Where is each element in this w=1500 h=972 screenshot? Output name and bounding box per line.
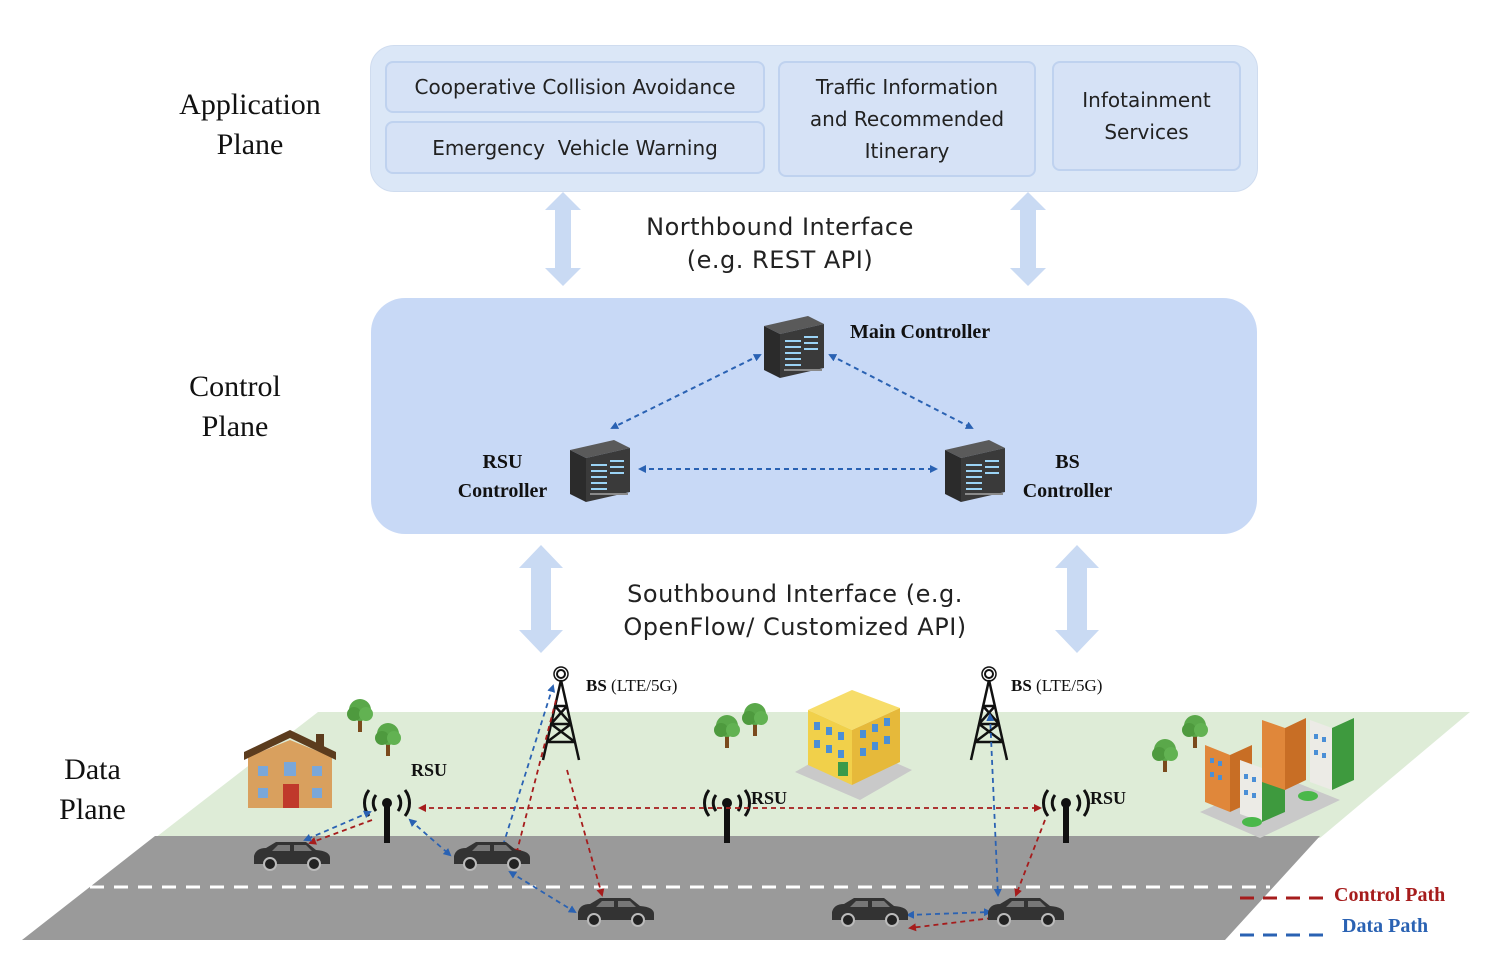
data-plane-label: Data Plane [59,753,126,826]
bs-controller-label: BS Controller [1022,451,1113,502]
house-icon [244,730,336,808]
bs-label-bold: BS [1011,676,1032,695]
control-plane-label: Control Plane [189,370,281,443]
application-plane-label: Application Plane [179,88,321,161]
southbound-arrow-right [1055,545,1099,653]
rsu-label-middle: RSU [751,788,788,808]
rsu-controller-label: RSU Controller [457,451,548,502]
legend-data-path: Data Path [1342,915,1429,937]
app-cooperative-collision-avoidance: Cooperative Collision Avoidance [385,61,765,113]
northbound-arrow-right [1010,192,1046,286]
northbound-arrow-left [545,192,581,286]
bs-label-suffix: (LTE/5G) [606,676,678,695]
northbound-interface-label: Northbound Interface (e.g. REST API) [646,213,914,274]
southbound-arrow-left [519,545,563,653]
main-controller-label: Main Controller [850,321,991,343]
rsu-controller-server-icon [570,440,630,502]
office-building-icon [795,690,912,800]
tower-blocks-icon [1200,718,1354,838]
rsu-label-right: RSU [1090,788,1127,808]
legend-control-path: Control Path [1334,884,1446,906]
rsu-label-left: RSU [411,760,448,780]
southbound-interface-label: Southbound Interface (e.g. OpenFlow/ Cus… [623,580,967,641]
app-emergency-vehicle-warning: Emergency Vehicle Warning [385,121,765,174]
app-traffic-information: Traffic Information and Recommended Itin… [778,61,1036,177]
main-controller-server-icon [764,316,824,378]
bs-label-left: BS (LTE/5G) [586,676,677,696]
bs-label-suffix: (LTE/5G) [1031,676,1103,695]
bs-controller-server-icon [945,440,1005,502]
app-infotainment-services: Infotainment Services [1052,61,1241,171]
bs-label-right: BS (LTE/5G) [1011,676,1102,696]
bs-label-bold: BS [586,676,607,695]
